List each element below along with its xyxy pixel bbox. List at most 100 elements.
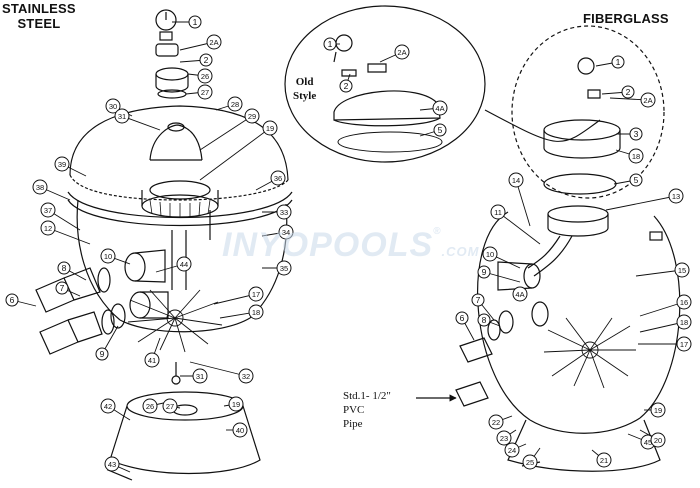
stainless-callout-circle-19 [276,260,292,276]
fiberglass-callout-number-17: 17 [680,340,688,349]
stainless-callout-circle-26 [144,352,160,368]
stainless-callout-number-0: 1 [193,17,198,27]
fiberglass-callout-number-7: 14 [512,176,520,185]
inset-callout-circle-3 [432,100,448,116]
stainless-callout-circle-34 [104,456,120,472]
fiberglass-callout-number-13: 7 [476,295,481,305]
inset-callout-circle-1 [394,44,410,60]
stainless-callout-number-31: 19 [232,400,240,409]
stainless-steel-heading: STAINLESS STEEL [2,1,76,31]
stainless-callout-circle-25 [95,347,109,361]
stainless-callout-number-10: 39 [58,160,66,169]
watermark-suffix: .COM [441,244,480,259]
stainless-callout-number-1: 2A [209,38,218,47]
stainless-callout-number-27: 31 [196,372,204,381]
fiberglass-callout-circle-22 [504,442,520,458]
fiberglass-leader-7 [515,179,531,227]
stainless-callout-circle-9 [262,120,278,136]
stainless-callout-circle-11 [270,170,286,186]
fiberglass-callout-number-14: 8 [482,315,487,325]
stainless-callout-number-24: 18 [252,308,260,317]
old-style-inset [284,5,601,163]
fiberglass-callout-circle-24 [596,452,612,468]
stainless-callout-number-29: 26 [146,402,154,411]
stainless-callout-circle-0 [188,15,202,29]
stainless-callout-circle-24 [248,304,264,320]
fiberglass-callout-circle-5 [629,173,643,187]
fiberglass-callout-number-23: 25 [526,458,534,467]
inset-callout-circle-0 [323,37,337,51]
stainless-callout-number-21: 8 [62,263,67,273]
stainless-callout-circle-8 [244,108,260,124]
heading-line-stainless: STAINLESS [2,1,76,16]
fiberglass-callout-number-11: 4A [515,290,524,299]
fiberglass-callout-circle-21 [496,430,512,446]
stainless-callout-number-7: 31 [118,112,126,121]
fiberglass-callout-circle-6 [668,188,684,204]
stainless-callout-number-33: 40 [236,426,244,435]
fiberglass-callout-circle-19 [650,402,666,418]
stainless-callout-number-23: 17 [252,290,260,299]
stainless-callout-circle-33 [232,422,248,438]
inset-callout-number-2: 2 [344,81,349,91]
stainless-callout-circle-22 [5,293,19,307]
pipe-note-line-1: Std.1- 1/2" [343,390,391,402]
stainless-callout-number-13: 37 [44,206,52,215]
pressure-gauge-icon [155,9,177,31]
stainless-callout-number-25: 9 [100,349,105,359]
fiberglass-callout-number-22: 24 [508,446,516,455]
stainless-callout-circle-14 [276,204,292,220]
fiberglass-callout-number-16: 18 [680,318,688,327]
stainless-callout-number-2: 2 [204,55,209,65]
stainless-callout-number-17: 10 [104,252,112,261]
stainless-callout-circle-13 [40,202,56,218]
fiberglass-leader-16 [639,321,685,333]
stainless-callout-circle-6 [105,98,121,114]
inset-callout-number-1: 2A [397,48,406,57]
fiberglass-callout-circle-12 [674,262,690,278]
fiberglass-callout-number-8: 11 [494,208,502,217]
fiberglass-callout-circle-11 [512,286,528,302]
stainless-callout-circle-3 [197,68,213,84]
fiberglass-filter-drawing [416,25,681,472]
inset-callout-number-3: 4A [435,104,444,113]
stainless-callout-circle-12 [32,179,48,195]
fiberglass-callout-circle-18 [455,311,469,325]
fiberglass-callout-circle-3 [629,127,643,141]
fiberglass-callout-circle-17 [676,336,692,352]
stainless-callout-circle-30 [162,398,178,414]
stainless-leader-9 [199,127,271,181]
stainless-callout-circle-23 [248,286,264,302]
fiberglass-callout-number-2: 2A [643,96,652,105]
stainless-callout-number-30: 27 [166,402,174,411]
stainless-callout-number-18: 44 [180,260,188,269]
stainless-callout-circle-28 [238,368,254,384]
stainless-callout-number-28: 32 [242,372,250,381]
heading-line-steel: STEEL [17,16,61,31]
pipe-note-line-2: PVC [343,404,365,416]
fiberglass-leader-12 [635,269,683,277]
fiberglass-callout-number-26: 20 [654,436,662,445]
fiberglass-callout-number-25: 45 [644,438,652,447]
fiberglass-callout-number-19: 19 [654,406,662,415]
stainless-callout-number-11: 36 [274,174,282,183]
fiberglass-callout-circle-15 [676,294,692,310]
stainless-callout-circle-31 [228,396,244,412]
fiberglass-callout-circle-2 [640,92,656,108]
old-style-label: Old Style [293,75,316,103]
stainless-callout-circle-7 [114,108,130,124]
stainless-callout-circle-2 [199,53,213,67]
fiberglass-callout-number-3: 3 [634,129,639,139]
inset-callout-circle-2 [339,79,353,93]
inset-callout-number-4: 5 [438,125,443,135]
stainless-callout-number-6: 30 [109,102,117,111]
stainless-callout-circle-10 [54,156,70,172]
stainless-callout-number-20: 7 [60,283,65,293]
fiberglass-callout-circle-10 [477,265,491,279]
fiberglass-callout-number-9: 10 [486,250,494,259]
fiberglass-callout-number-4: 18 [632,152,640,161]
fiberglass-callout-number-24: 21 [600,456,608,465]
fiberglass-callout-circle-13 [471,293,485,307]
